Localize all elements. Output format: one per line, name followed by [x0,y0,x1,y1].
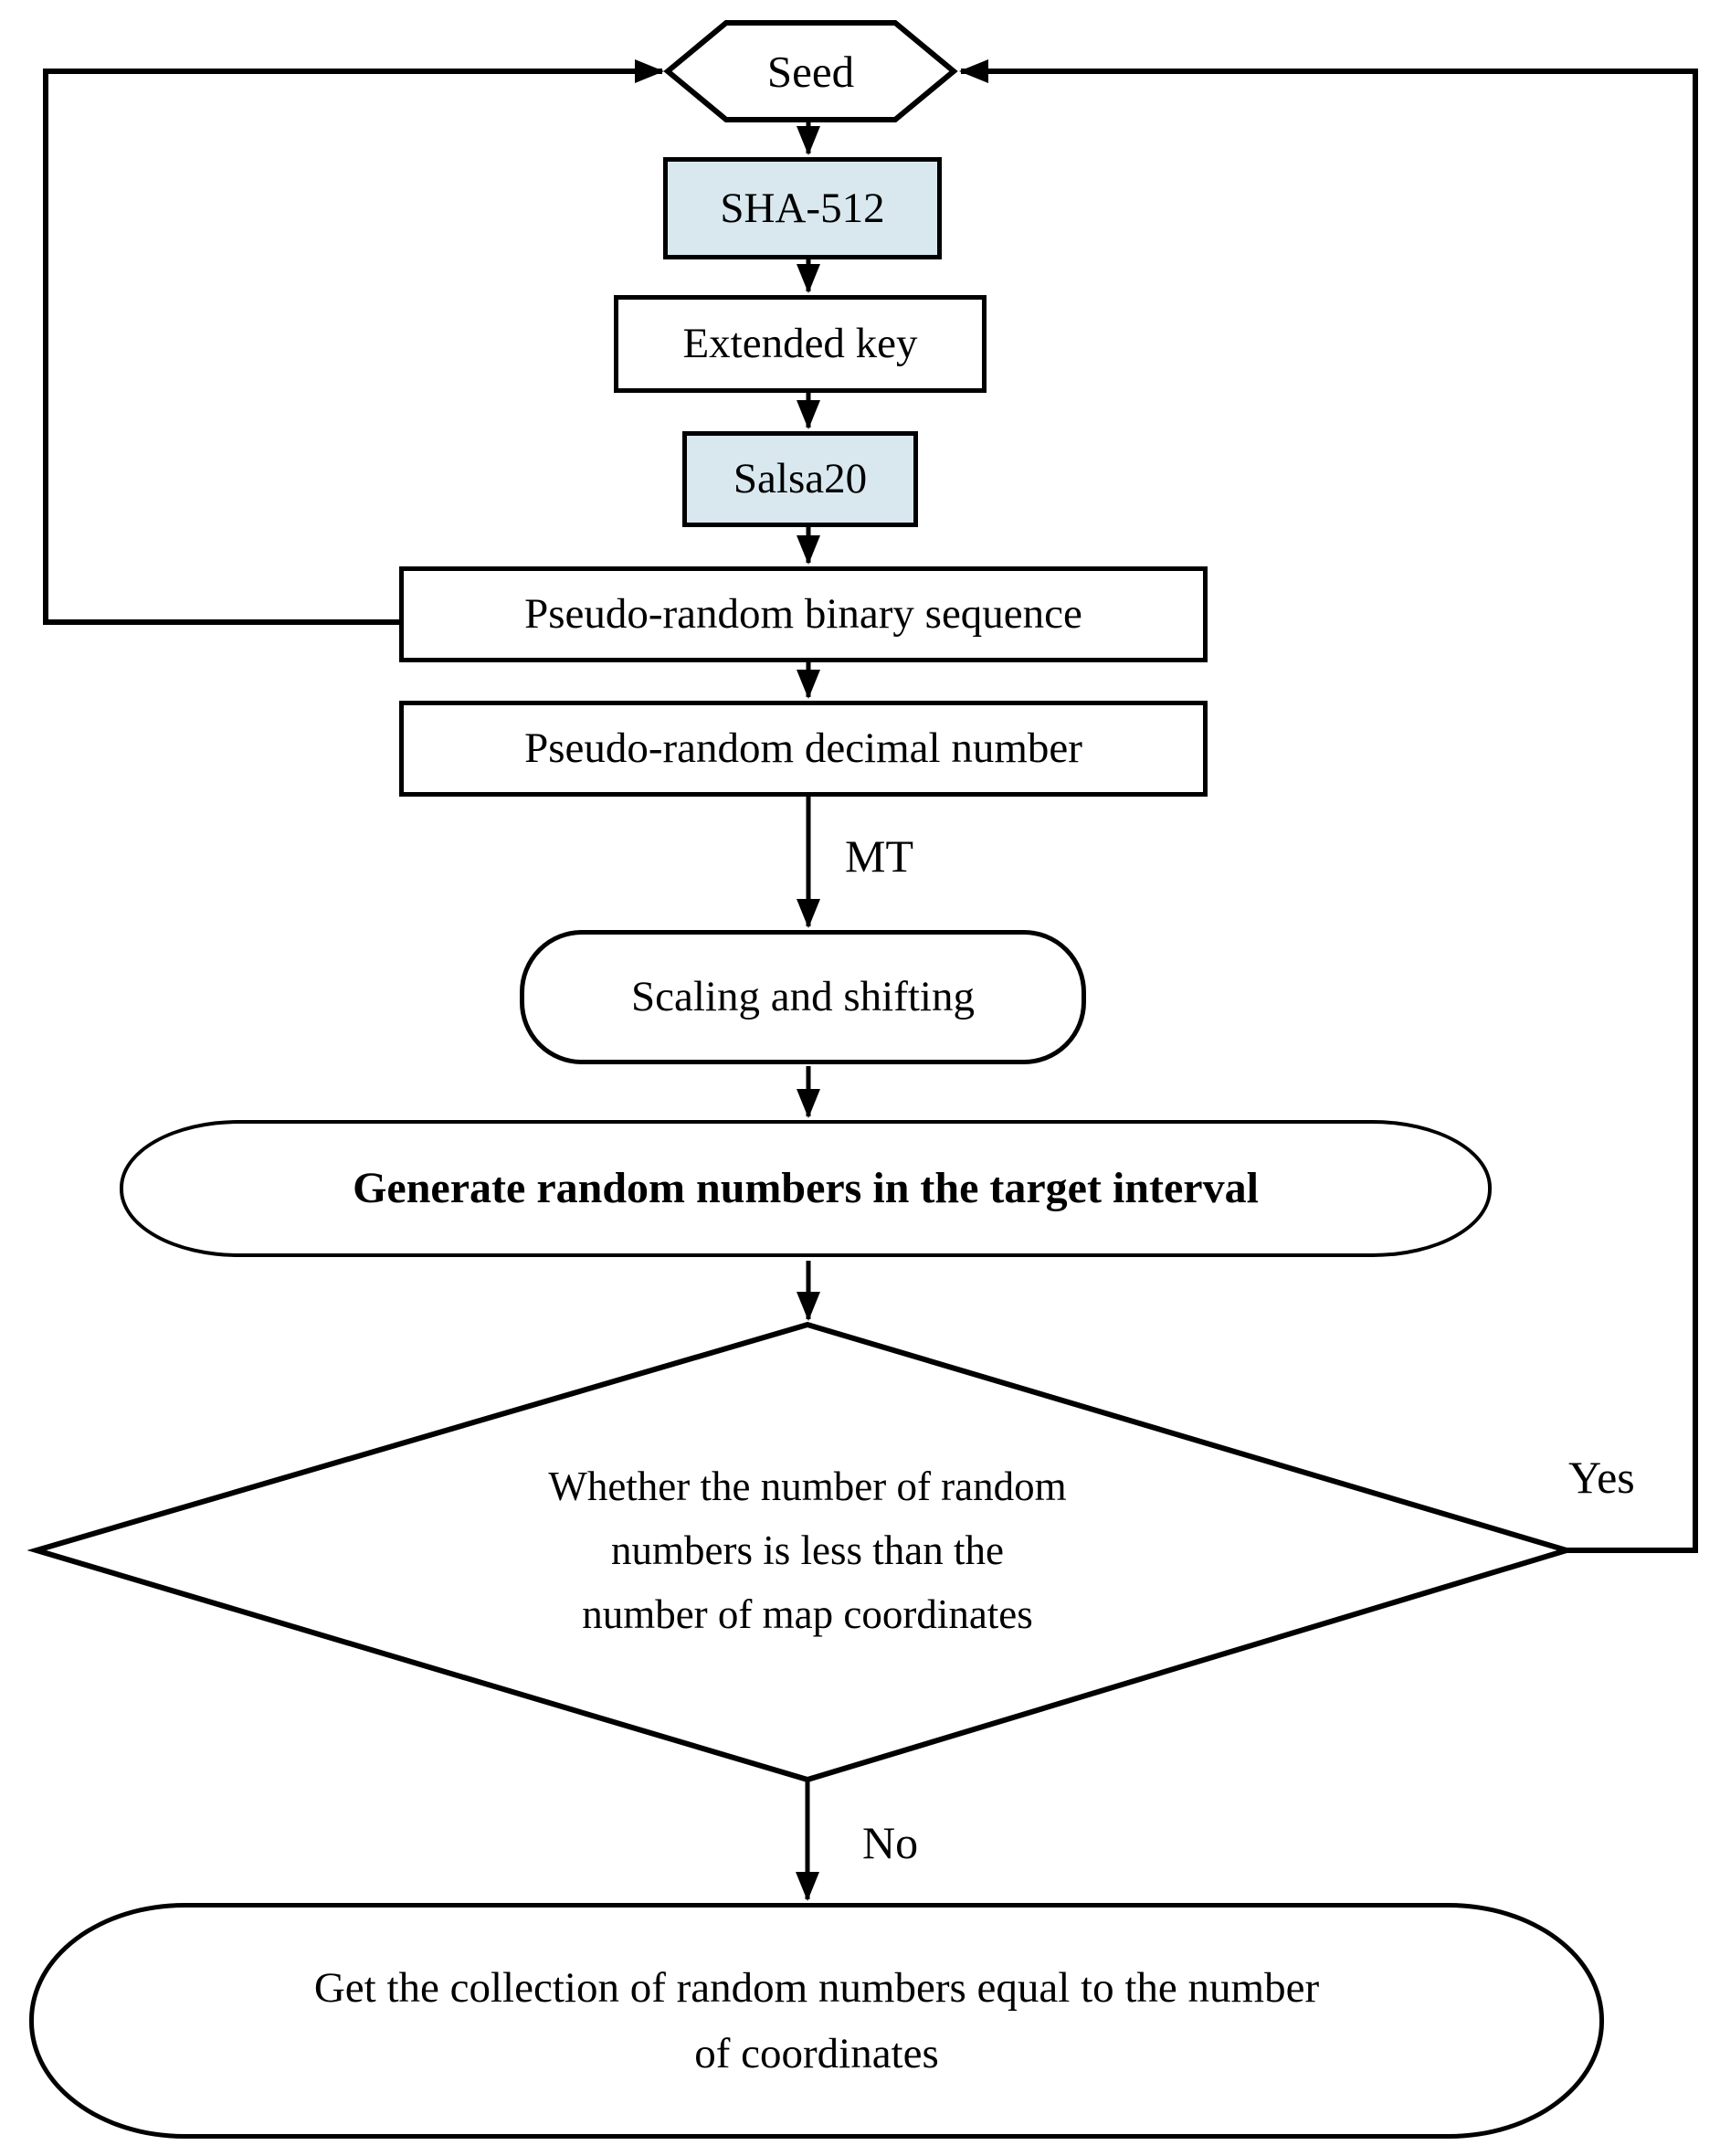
binary-sequence-text: Pseudo-random binary sequence [524,590,1082,639]
decision-diamond-shape [26,1321,1577,1783]
result-line-2: of coordinates [694,2030,939,2077]
edge-label-mt: MT [845,830,913,882]
extended-key-text: Extended key [682,320,918,368]
node-decision-label: Whether the number of random numbers is … [168,1445,1447,1655]
node-decimal-number: Pseudo-random decimal number [399,701,1208,797]
node-result-collection: Get the collection of random numbers equ… [29,1903,1604,2139]
node-binary-sequence: Pseudo-random binary sequence [399,566,1208,662]
edge-label-yes: Yes [1568,1451,1635,1504]
node-generate-random: Generate random numbers in the target in… [120,1120,1492,1257]
generate-random-text: Generate random numbers in the target in… [353,1164,1259,1213]
node-salsa20: Salsa20 [682,431,918,527]
edge-loop-left-feedback [43,59,664,625]
decimal-number-text: Pseudo-random decimal number [524,724,1082,773]
yes-text: Yes [1568,1452,1635,1503]
node-seed-label: Seed [668,23,954,120]
scaling-shifting-text: Scaling and shifting [631,973,975,1021]
salsa20-text: Salsa20 [733,455,868,503]
sha512-text: SHA-512 [720,184,885,232]
node-sha512: SHA-512 [663,157,942,259]
decision-line-3: number of map coordinates [582,1591,1033,1637]
result-line-1: Get the collection of random numbers equ… [313,1964,1320,2012]
node-scaling-shifting: Scaling and shifting [520,930,1086,1064]
decision-line-1: Whether the number of random [548,1464,1067,1509]
no-text: No [862,1817,919,1868]
node-extended-key: Extended key [614,295,987,393]
mt-text: MT [845,830,913,882]
decision-line-2: numbers is less than the [611,1527,1004,1573]
edge-loop-yes [959,59,1698,1553]
seed-hexagon-shape [663,20,958,122]
edge-label-no: No [862,1816,918,1869]
seed-text: Seed [766,46,855,97]
